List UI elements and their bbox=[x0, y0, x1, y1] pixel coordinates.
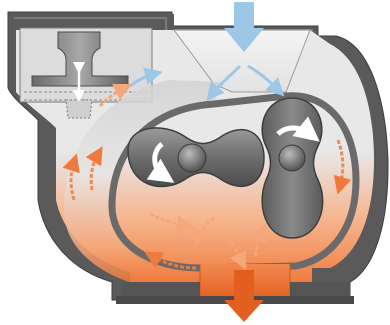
right-rotor-shaft bbox=[279, 145, 305, 171]
right-rotor bbox=[262, 98, 322, 238]
left-rotor-shaft bbox=[178, 144, 206, 172]
